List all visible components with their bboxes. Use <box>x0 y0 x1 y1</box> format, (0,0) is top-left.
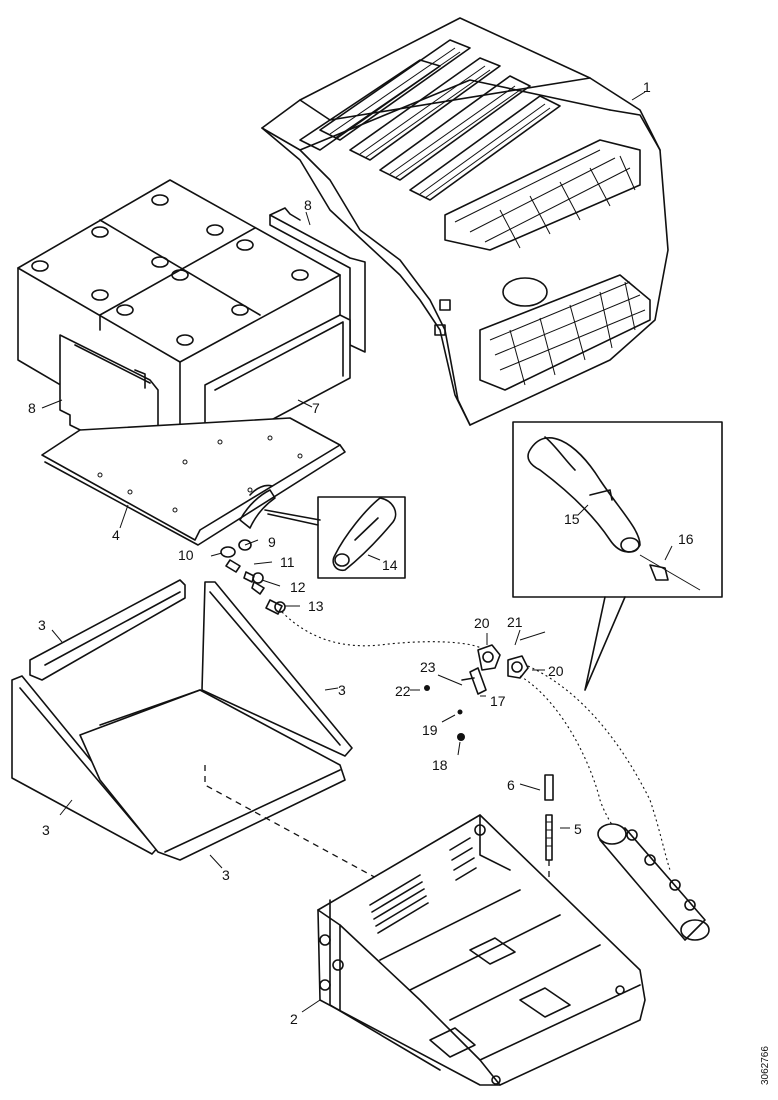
callout-10: 10 <box>178 547 194 563</box>
terminal-detail-inset <box>317 496 406 579</box>
callout-9: 9 <box>268 534 276 550</box>
cable-detail-inset <box>512 421 723 691</box>
callout-12: 12 <box>290 579 306 595</box>
callout-2: 2 <box>290 1011 298 1027</box>
callout-21: 21 <box>507 614 523 630</box>
callout-13: 13 <box>308 598 324 614</box>
side-insulation-plate-right <box>269 207 366 353</box>
switch-bracket-assembly <box>424 631 546 741</box>
callout-4: 4 <box>112 527 120 543</box>
battery-tray-panels <box>11 579 353 861</box>
callout-8-left: 8 <box>28 400 36 416</box>
callout-3-front: 3 <box>42 822 50 838</box>
callout-15: 15 <box>564 511 580 527</box>
callout-22: 22 <box>395 683 411 699</box>
callout-17: 17 <box>490 693 506 709</box>
battery-base-plate <box>41 417 346 546</box>
callout-3-floor: 3 <box>222 867 230 883</box>
callout-3-back: 3 <box>38 617 46 633</box>
callout-18: 18 <box>432 757 448 773</box>
callout-6: 6 <box>507 777 515 793</box>
callout-11: 11 <box>280 554 295 570</box>
callout-1: 1 <box>643 79 651 95</box>
callout-16: 16 <box>678 531 694 547</box>
callout-20-right: 20 <box>548 663 564 679</box>
callout-8-right: 8 <box>304 197 312 213</box>
callout-3-right: 3 <box>338 682 346 698</box>
callout-7: 7 <box>312 400 320 416</box>
callout-20-left: 20 <box>474 615 490 631</box>
battery-cable-terminals <box>220 484 321 615</box>
battery-box-frame <box>317 814 646 1086</box>
callout-5: 5 <box>574 821 582 837</box>
callout-19: 19 <box>422 722 438 738</box>
drawing-reference-code: 3062766 <box>760 1046 771 1085</box>
battery-box-cover <box>261 17 669 426</box>
callout-23: 23 <box>420 659 436 675</box>
main-switch-cylinder <box>597 823 710 941</box>
callout-14: 14 <box>382 557 398 573</box>
